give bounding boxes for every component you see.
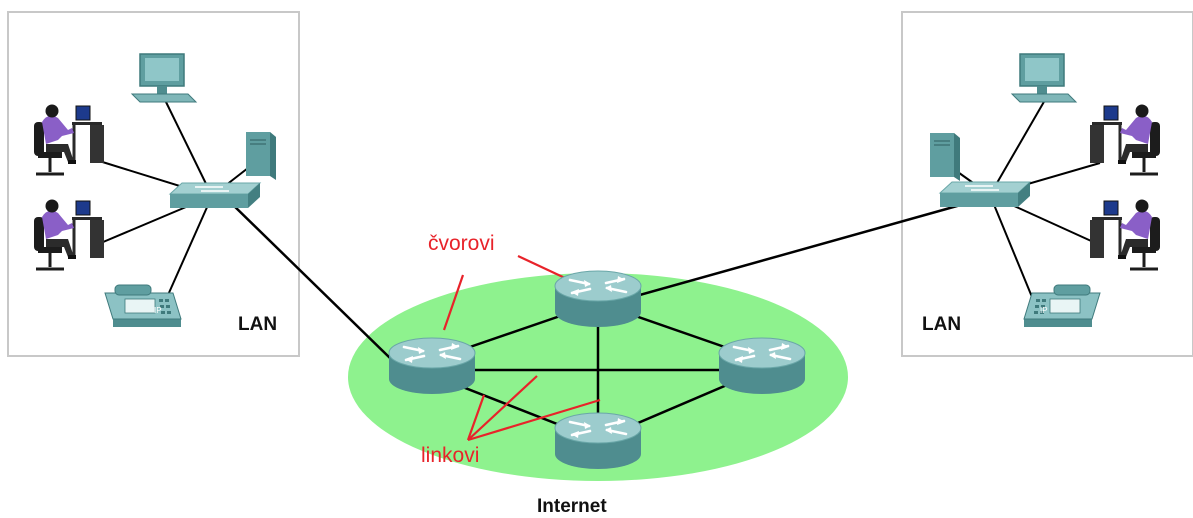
left-lan-uplink bbox=[229, 201, 391, 359]
right-lan-uplink bbox=[621, 197, 983, 302]
annotation-lines bbox=[442, 255, 601, 442]
right-phone-ip-marking: IP bbox=[1040, 306, 1048, 315]
internet-label: Internet bbox=[537, 496, 607, 517]
router-south bbox=[553, 411, 643, 471]
right-lan-label: LAN bbox=[922, 314, 961, 335]
router-west bbox=[387, 336, 477, 396]
left-lan-label: LAN bbox=[238, 314, 277, 335]
links-annotation: linkovi bbox=[421, 444, 479, 467]
left-phone-ip-marking: IP bbox=[154, 306, 162, 315]
left-server bbox=[245, 131, 277, 181]
router-east bbox=[717, 336, 807, 396]
right-switch bbox=[939, 181, 1031, 208]
router-north bbox=[553, 269, 643, 329]
left-switch bbox=[169, 182, 261, 209]
nodes-annotation: čvorovi bbox=[428, 232, 495, 255]
right-server bbox=[929, 132, 961, 182]
